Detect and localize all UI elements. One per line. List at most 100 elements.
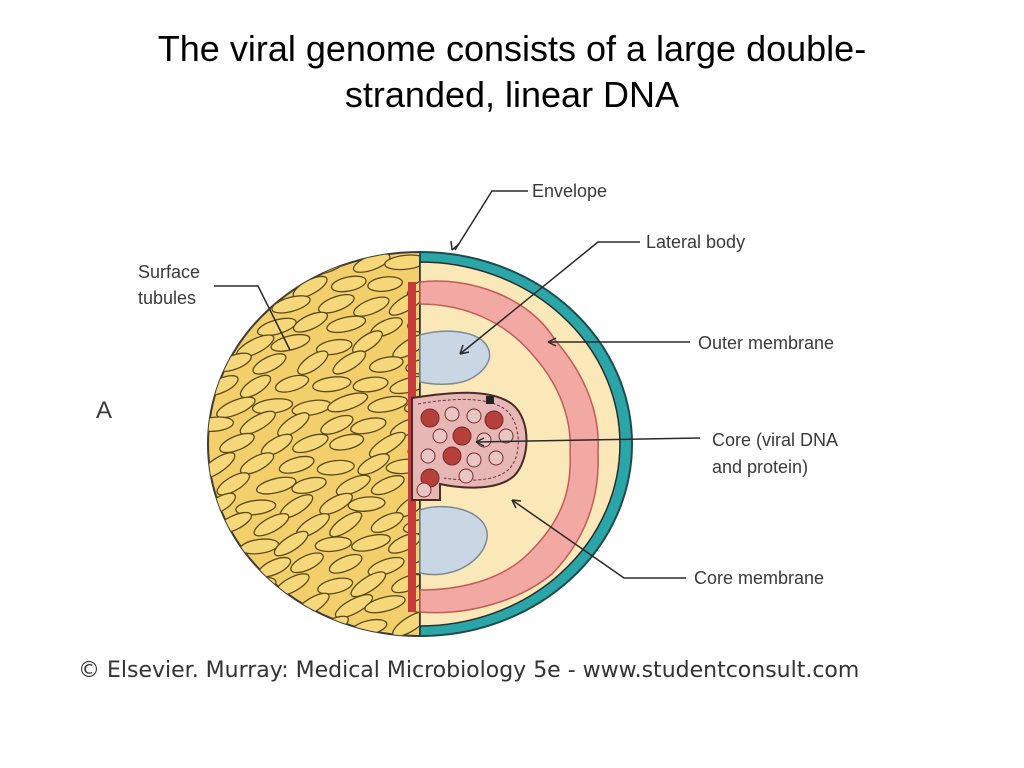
tubule bbox=[406, 316, 420, 333]
tubule bbox=[367, 395, 408, 413]
dna-granule bbox=[458, 468, 474, 484]
tubule bbox=[370, 512, 404, 534]
tubule bbox=[208, 254, 236, 276]
tubule bbox=[216, 472, 251, 496]
surface-tubules-leader bbox=[214, 285, 291, 351]
tubule bbox=[275, 610, 312, 634]
label-envelope: Envelope bbox=[532, 181, 607, 201]
lateral-body-lower bbox=[419, 505, 488, 576]
tubule bbox=[351, 533, 391, 552]
tubule bbox=[271, 295, 311, 314]
tubule bbox=[329, 511, 363, 538]
tubule bbox=[317, 293, 355, 314]
tubule bbox=[252, 353, 287, 375]
core bbox=[411, 391, 528, 501]
tubule bbox=[239, 410, 276, 436]
tubule bbox=[320, 414, 354, 435]
tubule bbox=[364, 595, 406, 614]
tubule bbox=[357, 453, 390, 476]
tubule bbox=[238, 256, 274, 274]
title-line-1: The viral genome consists of a large dou… bbox=[157, 28, 867, 69]
tubule bbox=[276, 256, 314, 273]
core-leader bbox=[475, 437, 701, 443]
tubule bbox=[291, 476, 327, 495]
tubule bbox=[334, 594, 374, 619]
title-line-2: stranded, linear DNA bbox=[344, 74, 680, 115]
envelope-leader bbox=[454, 190, 528, 251]
tubule bbox=[352, 376, 389, 393]
tubule bbox=[270, 333, 311, 352]
tubule bbox=[273, 530, 309, 557]
tubule bbox=[312, 376, 352, 393]
tubule bbox=[278, 455, 315, 474]
dna-granule bbox=[484, 410, 504, 430]
tubule bbox=[208, 617, 236, 636]
dna-granule bbox=[432, 428, 448, 444]
tubule bbox=[329, 433, 365, 451]
dna-granule bbox=[466, 452, 482, 468]
tubule bbox=[216, 396, 256, 419]
tubule bbox=[208, 416, 235, 433]
tubule bbox=[292, 433, 329, 454]
dna-granule bbox=[488, 450, 504, 466]
tubule bbox=[314, 536, 353, 553]
dna-granule bbox=[420, 448, 436, 464]
tubule bbox=[292, 311, 329, 333]
tubule bbox=[317, 577, 354, 595]
label-core-line2: and protein) bbox=[712, 457, 808, 477]
tubule bbox=[350, 571, 387, 598]
tubule bbox=[326, 315, 367, 334]
tubule bbox=[347, 496, 386, 512]
tubule bbox=[351, 330, 383, 355]
core-membrane-leader bbox=[511, 499, 686, 579]
dna-granule bbox=[420, 408, 440, 428]
tubule bbox=[277, 412, 310, 438]
tubule bbox=[384, 254, 420, 271]
tubule bbox=[370, 475, 405, 496]
label-core-membrane: Core membrane bbox=[694, 568, 824, 588]
dna-granule bbox=[416, 482, 432, 498]
lateral-body-leader bbox=[459, 241, 640, 355]
tubule bbox=[316, 459, 355, 476]
tubule bbox=[330, 275, 367, 293]
tubule bbox=[353, 296, 390, 317]
tubule bbox=[219, 432, 255, 454]
dna-granule bbox=[442, 446, 462, 466]
dna-granule bbox=[452, 426, 472, 446]
tubule bbox=[368, 356, 404, 373]
tubule bbox=[332, 350, 367, 375]
panel-label: A bbox=[96, 397, 112, 424]
tubule bbox=[350, 417, 387, 435]
slide-title: The viral genome consists of a large dou… bbox=[40, 26, 984, 118]
tubule bbox=[235, 499, 277, 516]
tubule bbox=[253, 513, 290, 537]
label-surface-tubules-line2: tubules bbox=[138, 288, 196, 308]
tubule bbox=[368, 431, 406, 458]
dna-granule bbox=[444, 406, 460, 422]
tubule bbox=[255, 476, 297, 495]
tubule bbox=[297, 350, 329, 375]
tubule bbox=[328, 553, 363, 574]
copyright-caption: © Elsevier. Murray: Medical Microbiology… bbox=[78, 658, 860, 683]
label-surface-tubules-line1: Surface bbox=[138, 262, 200, 282]
label-lateral-body: Lateral body bbox=[646, 232, 745, 252]
core-marker bbox=[486, 396, 494, 404]
tubule bbox=[367, 556, 405, 577]
tubule bbox=[208, 534, 237, 550]
tubule bbox=[327, 392, 369, 413]
leader-lines bbox=[214, 190, 701, 579]
tubule bbox=[212, 553, 250, 574]
tubule bbox=[219, 594, 254, 614]
tubule bbox=[254, 596, 290, 614]
tubule bbox=[319, 492, 353, 515]
tubule bbox=[239, 452, 275, 475]
dna-granule bbox=[498, 428, 514, 444]
tubule bbox=[238, 576, 277, 593]
tubule bbox=[367, 276, 403, 293]
label-core-line1: Core (viral DNA bbox=[712, 430, 838, 450]
tubule bbox=[208, 295, 240, 314]
tubule bbox=[274, 374, 310, 393]
tubule bbox=[239, 615, 274, 636]
tubule bbox=[290, 552, 324, 574]
